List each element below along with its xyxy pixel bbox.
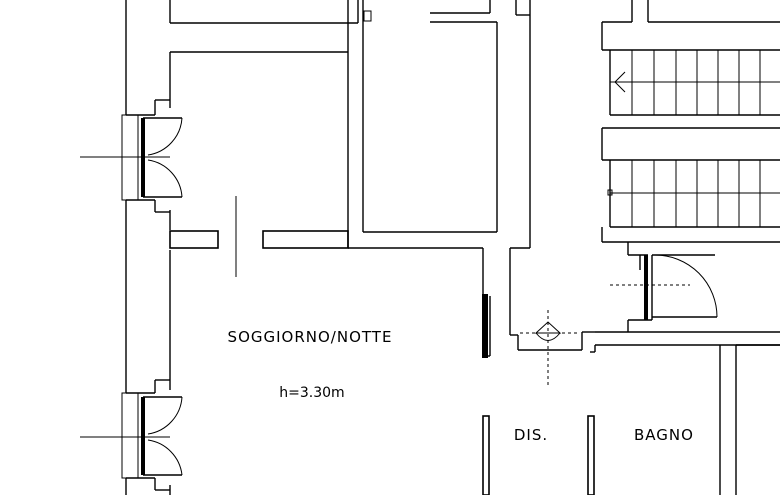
stair-direction-arrow-icon <box>614 71 626 93</box>
partition-opening <box>169 196 349 277</box>
room-label-bagno: BAGNO <box>634 426 694 444</box>
ceiling-height-note: h=3.30m <box>279 385 344 401</box>
ceiling-light-icon <box>520 310 578 388</box>
staircase <box>601 0 780 243</box>
left-exterior-wall <box>125 0 348 495</box>
room-label-dis: DIS. <box>514 426 548 444</box>
stair-door <box>610 242 718 332</box>
window-lower <box>80 379 183 491</box>
central-wall <box>347 0 531 249</box>
lower-rooms <box>482 344 780 495</box>
room-label-soggiorno: SOGGIORNO/NOTTE <box>228 328 393 346</box>
window-upper <box>80 99 183 213</box>
top-room-fragment <box>169 0 359 24</box>
corridor-walls <box>482 248 780 358</box>
